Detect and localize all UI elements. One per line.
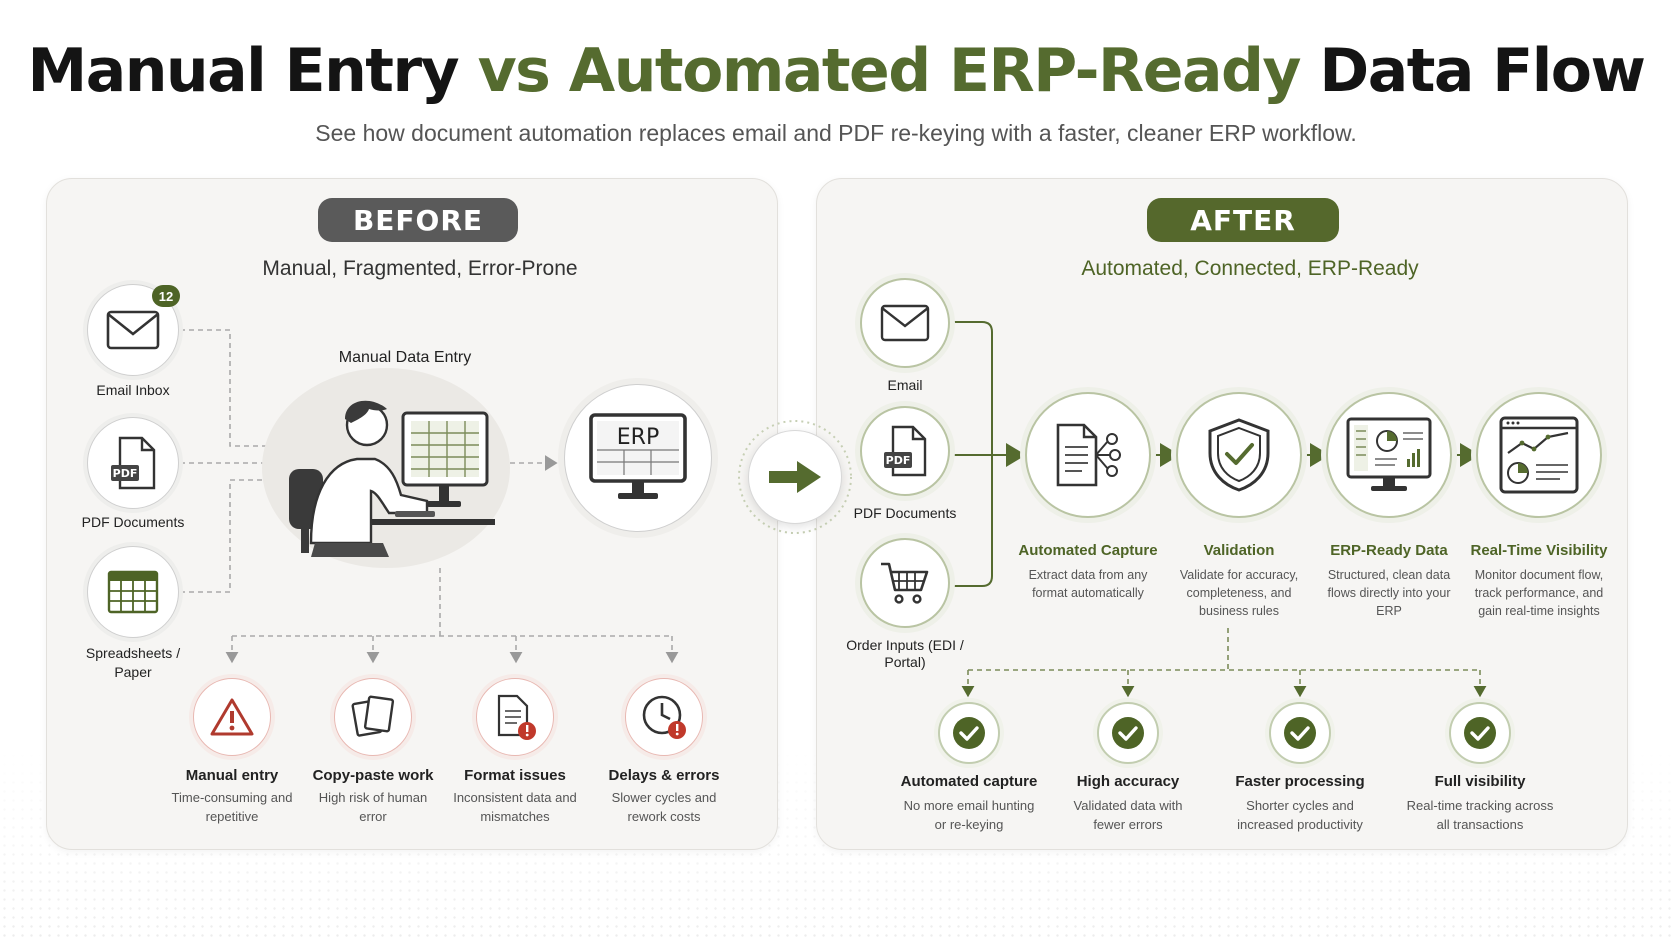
step-title: Automated Capture <box>1018 542 1158 559</box>
person-at-computer-icon <box>289 400 495 557</box>
pdf-document-icon: PDF <box>884 425 927 477</box>
erp-monitor-icon <box>589 413 687 499</box>
clock-alert-icon <box>642 695 686 739</box>
benefit-desc: Validated data with fewer errors <box>1073 798 1183 832</box>
checkmark-icon <box>953 717 985 749</box>
source-label: Spreadsheets / Paper <box>85 645 181 680</box>
benefit-high-accuracy <box>1097 702 1159 764</box>
svg-text:PDF: PDF <box>113 467 138 480</box>
input-email <box>860 278 950 368</box>
step-title: Real-Time Visibility <box>1470 542 1608 559</box>
checkmark-icon <box>1284 717 1316 749</box>
source-spreadsheet <box>87 546 179 638</box>
benefit-desc: Shorter cycles and increased productivit… <box>1237 798 1363 832</box>
svg-text:PDF: PDF <box>886 454 911 467</box>
step-desc: Extract data from any format automatical… <box>1028 568 1148 600</box>
benefit-automated-capture <box>938 702 1000 764</box>
envelope-icon <box>106 310 160 350</box>
manual-entry-label: Manual Data Entry <box>338 349 472 366</box>
problem-delays <box>625 678 703 756</box>
document-extract-icon <box>1056 423 1121 487</box>
source-label: PDF Documents <box>81 514 185 530</box>
step-desc: Monitor document flow, track performance… <box>1474 568 1604 618</box>
document-alert-icon <box>497 694 536 740</box>
spreadsheet-icon <box>107 570 159 614</box>
after-tagline: Automated, Connected, ERP-Ready <box>1081 257 1419 280</box>
source-pdf: PDF <box>87 417 179 509</box>
input-pdf: PDF <box>860 406 950 496</box>
right-arrow-icon <box>769 461 821 493</box>
analytics-window-icon <box>1499 416 1579 494</box>
problem-title: Manual entry <box>185 767 279 784</box>
benefit-title: Faster processing <box>1235 773 1365 790</box>
input-label: Email <box>887 377 923 393</box>
benefit-desc: No more email hunting or re-keying <box>903 798 1035 832</box>
warning-icon <box>210 698 254 736</box>
page-subtitle: See how document automation replaces ema… <box>315 120 1357 146</box>
problem-title: Copy-paste work <box>312 767 434 784</box>
step-real-time-visibility <box>1476 392 1602 518</box>
problem-desc: Slower cycles and rework costs <box>611 790 717 824</box>
input-label: Order Inputs (EDI / Portal) <box>846 637 964 670</box>
problem-copy-paste <box>334 678 412 756</box>
title-part-manual: Manual Entry <box>27 36 460 106</box>
inbox-count-badge: 12 <box>152 285 180 307</box>
title-part-automated: vs Automated ERP-Ready <box>477 36 1302 106</box>
benefit-full-visibility <box>1449 702 1511 764</box>
problem-title: Format issues <box>464 767 566 784</box>
before-tagline: Manual, Fragmented, Error-Prone <box>262 257 578 280</box>
before-badge: BEFORE <box>318 198 518 242</box>
step-validation <box>1176 392 1302 518</box>
page-title: Manual Entry vs Automated ERP-Ready Data… <box>0 36 1672 106</box>
problem-manual-entry <box>193 678 271 756</box>
shopping-cart-icon <box>881 562 929 604</box>
manual-entry-illustration <box>262 368 510 568</box>
benefit-title: Automated capture <box>900 773 1038 790</box>
benefit-title: Full visibility <box>1434 773 1526 790</box>
checkmark-icon <box>1464 717 1496 749</box>
monitor-dashboard-icon <box>1346 417 1432 491</box>
source-label: Email Inbox <box>96 382 170 398</box>
step-title: ERP-Ready Data <box>1330 542 1448 559</box>
benefit-title: High accuracy <box>1076 773 1180 790</box>
envelope-icon <box>880 304 930 342</box>
pdf-document-icon: PDF <box>111 436 156 490</box>
step-erp-ready <box>1326 392 1452 518</box>
shield-check-icon <box>1208 418 1270 492</box>
problem-desc: Inconsistent data and mismatches <box>453 790 577 824</box>
benefit-desc: Real-time tracking across all transactio… <box>1406 798 1554 832</box>
input-orders <box>860 538 950 628</box>
after-badge: AFTER <box>1147 198 1339 242</box>
erp-system <box>564 384 712 532</box>
title-part-dataflow: Data Flow <box>1319 36 1646 106</box>
copy-pages-icon <box>351 695 395 737</box>
step-title: Validation <box>1203 542 1275 559</box>
step-desc: Validate for accuracy, completeness, and… <box>1179 568 1299 618</box>
problem-desc: Time-consuming and repetitive <box>171 790 293 824</box>
problem-format-issues <box>476 678 554 756</box>
problem-title: Delays & errors <box>608 767 720 784</box>
problem-desc: High risk of human error <box>318 790 428 824</box>
step-automated-capture <box>1025 392 1151 518</box>
benefit-faster-processing <box>1269 702 1331 764</box>
erp-label: ERP <box>616 425 660 450</box>
checkmark-icon <box>1112 717 1144 749</box>
input-label: PDF Documents <box>853 505 957 521</box>
transition-arrow <box>748 430 842 524</box>
step-desc: Structured, clean data flows directly in… <box>1327 568 1451 618</box>
